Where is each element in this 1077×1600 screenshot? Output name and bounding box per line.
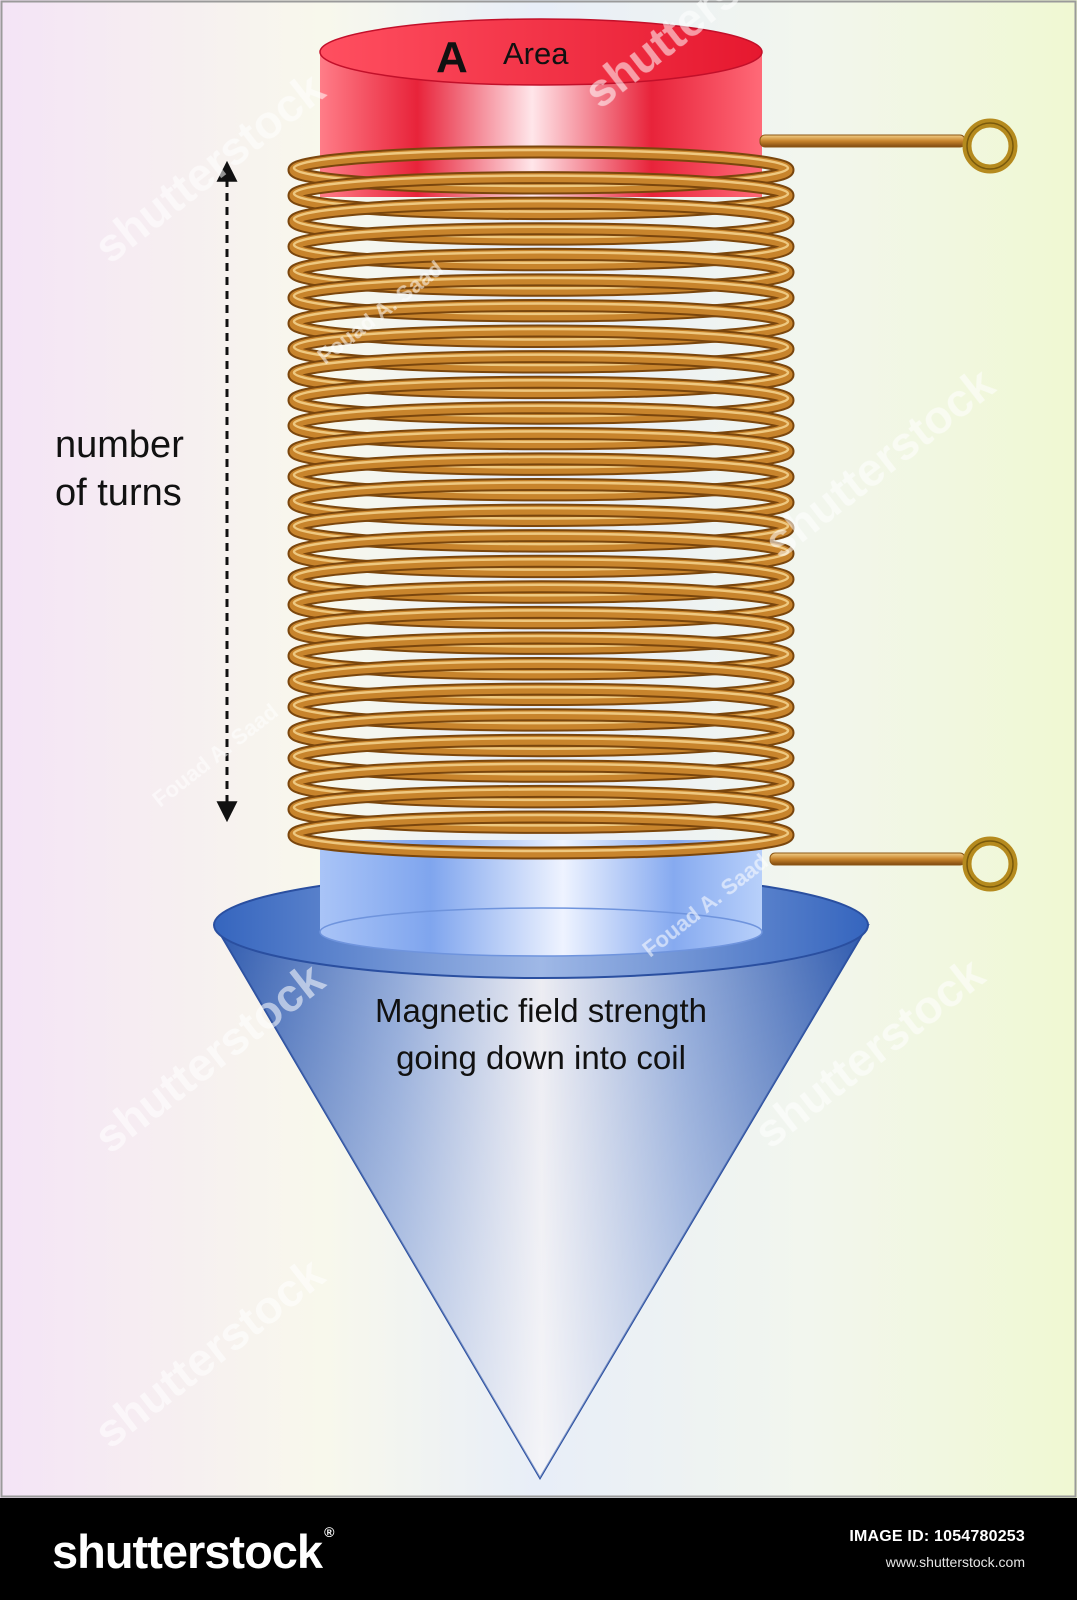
coil-turn (287, 196, 795, 246)
coil-turn (287, 324, 795, 374)
image-id-label: IMAGE ID: (849, 1528, 930, 1545)
coil-turn (287, 733, 795, 783)
footer-logo[interactable]: shutterstock® (52, 1512, 334, 1592)
diagram-stage: A Area number of turns Magnetic field st… (0, 0, 1077, 1498)
area-symbol: A (436, 33, 468, 82)
coil-turn (287, 452, 795, 502)
coil-turn (287, 350, 795, 400)
image-id-line: IMAGE ID: 1054780253 (849, 1528, 1025, 1546)
coil-turn (287, 426, 795, 476)
coil-turn (287, 682, 795, 732)
coil-turn (287, 708, 795, 758)
coil-turn (287, 503, 795, 553)
copper-coil (287, 145, 795, 860)
coil-turn (287, 145, 795, 195)
image-info: IMAGE ID: 1054780253 www.shutterstock.co… (849, 1528, 1025, 1570)
coil-turn (287, 631, 795, 681)
registered-mark: ® (324, 1524, 334, 1540)
coil-turn (287, 298, 795, 348)
coil-turn (287, 222, 795, 272)
coil-turn (287, 759, 795, 809)
frame-border (0, 0, 1077, 1498)
coil-turn (287, 605, 795, 655)
coil-turn (287, 784, 795, 834)
bottom-lead-wire (769, 852, 966, 866)
coil-turn (287, 810, 795, 860)
field-label-line1: Magnetic field strength (375, 992, 707, 1029)
coil-diagram: A Area number of turns Magnetic field st… (0, 0, 1077, 1498)
turns-label-line1: number (55, 424, 184, 466)
coil-turn (287, 273, 795, 323)
turns-label-line2: of turns (55, 472, 182, 514)
area-label: Area (503, 36, 569, 71)
coil-turn (287, 171, 795, 221)
coil-turn (287, 657, 795, 707)
coil-turn (287, 554, 795, 604)
logo-text: shutterstock (52, 1525, 323, 1578)
coil-turn (287, 401, 795, 451)
coil-turn (287, 247, 795, 297)
footer-bar: shutterstock® IMAGE ID: 1054780253 www.s… (0, 1498, 1077, 1600)
core-top-face (319, 18, 763, 86)
coil-turn (287, 529, 795, 579)
coil-turn (287, 375, 795, 425)
coil-turn (287, 478, 795, 527)
image-id-value: 1054780253 (934, 1528, 1025, 1545)
field-label-line2: going down into coil (396, 1039, 686, 1076)
coil-leads (759, 118, 1018, 892)
coil-turn (287, 580, 795, 630)
site-url[interactable]: www.shutterstock.com (885, 1554, 1025, 1570)
top-lead-wire (759, 134, 966, 148)
